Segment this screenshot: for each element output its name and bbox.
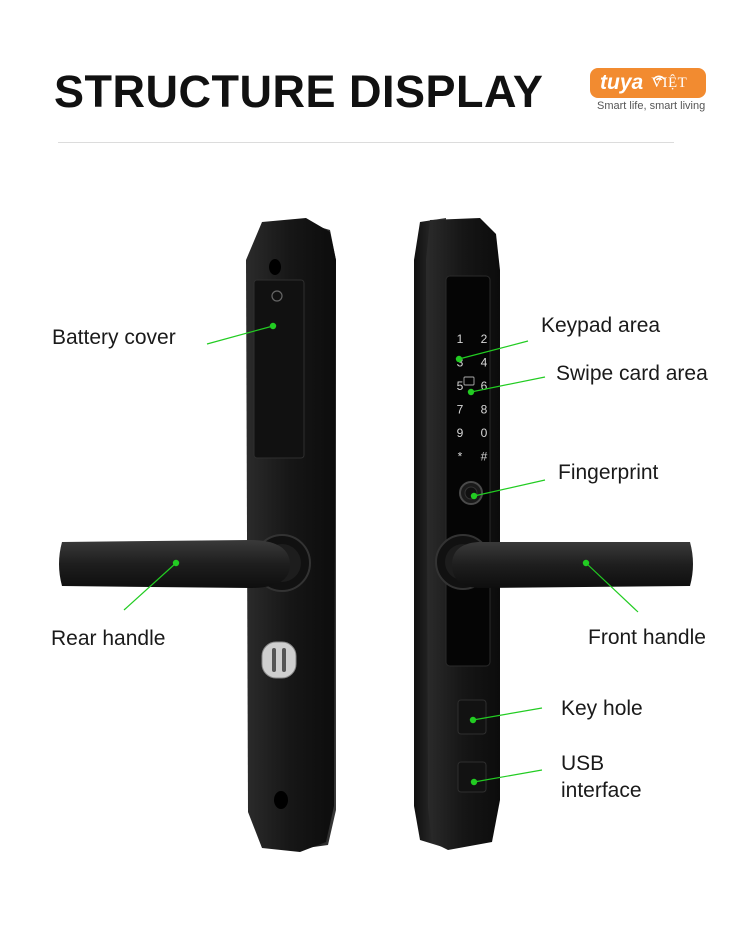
usb-cover <box>457 761 487 793</box>
brand-logo: tuya VIỆT <box>590 68 706 98</box>
usb-pointer <box>473 769 543 783</box>
logo-tagline: Smart life, smart living <box>597 100 706 112</box>
front-handle <box>452 542 693 588</box>
keypad: 1 2 3 4 5 6 7 8 9 0 * # <box>457 332 488 464</box>
rear-lock-body <box>246 218 336 852</box>
keypad-key: 5 <box>457 379 464 393</box>
screw-icon <box>271 290 283 302</box>
keypad-key: 0 <box>481 426 488 440</box>
label-battery-cover: Battery cover <box>52 326 176 349</box>
keypad-key: 9 <box>457 426 464 440</box>
front-handle-pointer <box>585 562 639 613</box>
key-hole-pointer <box>472 707 543 721</box>
keypad-key: 7 <box>457 403 464 417</box>
keypad-key: * <box>458 450 463 464</box>
keypad-key: # <box>481 450 488 464</box>
card-reader-icon <box>463 376 475 386</box>
label-key-hole: Key hole <box>561 697 643 720</box>
keypad-area-pointer <box>458 340 529 360</box>
page-title: STRUCTURE DISPLAY <box>54 66 544 117</box>
thumb-turn-knob <box>261 641 297 679</box>
label-front-handle: Front handle <box>588 626 706 649</box>
label-swipe-card-area: Swipe card area <box>556 362 708 385</box>
keypad-key: 8 <box>481 403 488 417</box>
battery-cover-pointer <box>206 325 274 345</box>
wifi-icon <box>653 75 665 81</box>
label-fingerprint: Fingerprint <box>558 461 659 484</box>
label-usb-line1: USB <box>561 752 605 775</box>
keypad-key: 1 <box>457 332 464 346</box>
fingerprint-pointer <box>473 479 546 497</box>
keypad-key: 4 <box>481 356 488 370</box>
label-rear-handle: Rear handle <box>51 627 166 650</box>
keypad-key: 6 <box>481 379 488 393</box>
keypad-key: 2 <box>481 332 488 346</box>
swipe-card-pointer <box>470 376 546 393</box>
label-usb-line2: interface <box>561 779 642 802</box>
label-keypad-area: Keypad area <box>541 314 661 337</box>
logo-brand-text: tuya <box>600 71 644 94</box>
header-divider <box>58 142 674 143</box>
rear-handle-pointer <box>123 562 177 611</box>
front-lock-body <box>414 218 500 850</box>
keypad-key: 3 <box>457 356 464 370</box>
